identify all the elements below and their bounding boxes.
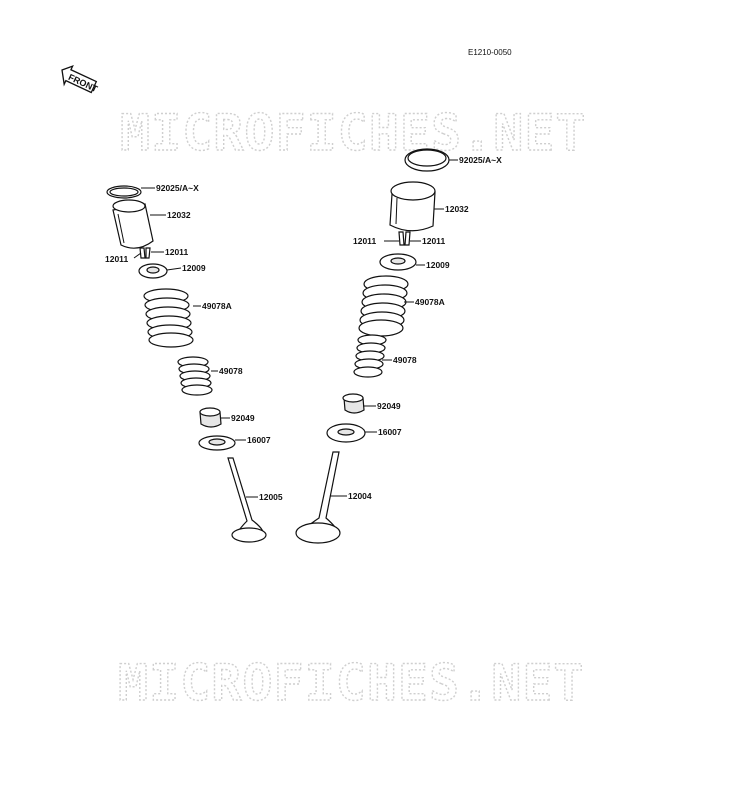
part-label: 12011 [105,254,128,264]
part-label: 12009 [182,263,206,273]
part-label: 12011 [353,236,376,246]
valve-lifter-icon [389,181,436,232]
spring-seat-icon [326,423,366,443]
valve-stem-seal-icon [342,393,365,414]
inner-valve-spring-icon [353,334,387,378]
part-label: 16007 [378,427,402,437]
watermark-top: MICROFICHES.NET [120,104,587,162]
left-valve-assembly: 92025/A~X 12032 12011 12011 12009 49078A… [105,183,283,543]
part-label: 49078 [393,355,417,365]
part-label: 12009 [426,260,450,270]
spring-retainer-icon [379,253,417,271]
diagram-code: E1210-0050 [468,48,512,57]
part-label: 92025/A~X [459,155,502,165]
part-label: 92049 [231,413,255,423]
collet-icon [145,247,151,259]
part-label: 92025/A~X [156,183,199,193]
watermark-bottom: MICROFICHES.NET [118,654,585,712]
outer-valve-spring-icon [358,275,409,337]
spring-seat-icon [198,435,236,451]
valve-stem-seal-icon [199,407,222,428]
part-label: 12005 [259,492,283,502]
intake-valve-icon [295,451,341,544]
front-arrow-icon: FRONT [61,64,100,94]
spring-retainer-icon [138,263,168,279]
part-label: 12004 [348,491,372,501]
part-label: 12032 [445,204,469,214]
valve-lifter-icon [112,199,154,249]
part-label: 49078A [415,297,445,307]
collet-icon [404,231,411,246]
part-label: 49078 [219,366,243,376]
part-label: 12011 [422,236,445,246]
part-label: 12011 [165,247,188,257]
part-label: 49078A [202,301,232,311]
collet-icon [139,247,146,259]
exhaust-valve-icon [227,457,267,543]
right-valve-assembly: 92025/A~X 12032 12011 12011 12009 49078A… [295,148,502,544]
inner-valve-spring-icon [177,356,213,396]
part-label: 92049 [377,401,401,411]
shim-icon [404,148,450,172]
outer-valve-spring-icon [143,288,194,348]
part-label: 16007 [247,435,271,445]
collet-icon [398,231,405,246]
part-label: 12032 [167,210,191,220]
